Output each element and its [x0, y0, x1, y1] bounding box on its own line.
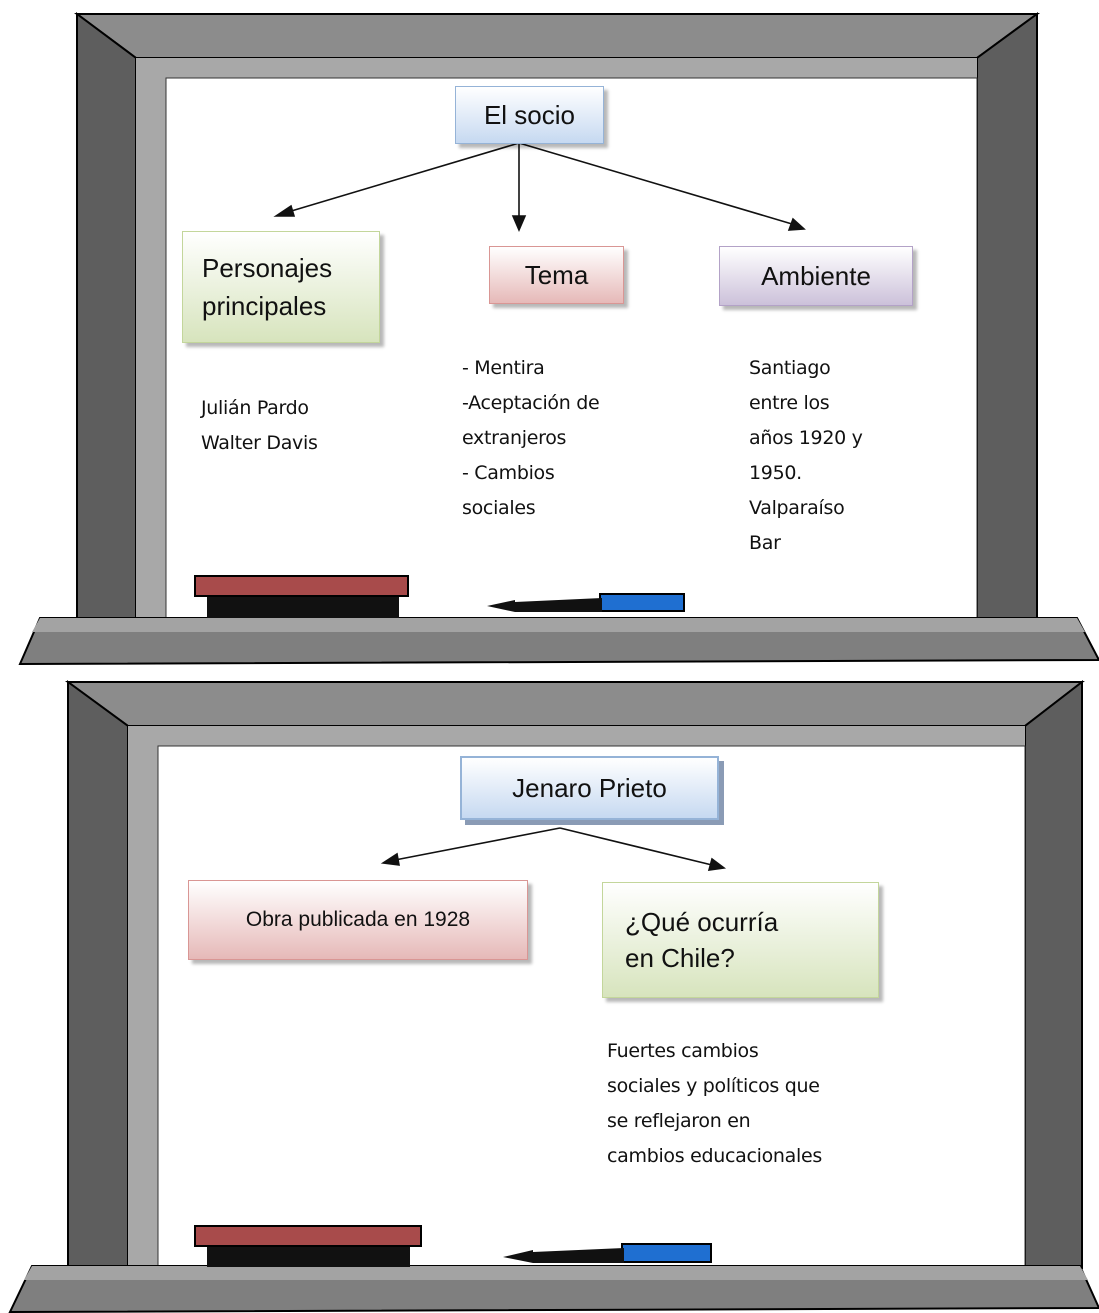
note-line: entre los [749, 392, 830, 414]
root-node-label: El socio [483, 99, 576, 130]
note-line: sociales [462, 497, 536, 519]
note-line: extranjeros [462, 427, 567, 449]
whiteboard-1: El socio Personajes principales Tema Amb… [18, 12, 1099, 666]
note-line: Bar [749, 532, 781, 554]
note-line: 1950. [749, 462, 802, 484]
node-personajes-line-2: principales [202, 291, 327, 321]
notes-chile: Fuertes cambios sociales y políticos que… [607, 1034, 822, 1174]
whiteboard-2: Jenaro Prieto Obra publicada en 1928 ¿Qu… [0, 668, 1099, 1313]
note-line: Valparaíso [749, 497, 845, 519]
note-line: Fuertes cambios [607, 1040, 759, 1062]
note-line: años 1920 y [749, 427, 863, 449]
note-line: - Cambios [462, 462, 555, 484]
node-ambiente-label: Ambiente [761, 260, 871, 291]
note-line: Walter Davis [201, 432, 318, 454]
note-line: Santiago [749, 357, 831, 379]
connectors-2 [380, 827, 727, 871]
note-line: - Mentira [462, 357, 545, 379]
note-line: sociales y políticos que [607, 1075, 820, 1097]
node-obra: Obra publicada en 1928 [188, 880, 528, 960]
notes-tema: - Mentira -Aceptación de extranjeros - C… [462, 351, 600, 526]
marker-icon [503, 1243, 712, 1263]
eraser-icon [194, 1225, 422, 1267]
note-line: -Aceptación de [462, 392, 600, 414]
node-obra-label: Obra publicada en 1928 [245, 908, 471, 931]
node-chile-line-1: ¿Qué ocurría [625, 907, 779, 937]
root-node: Jenaro Prieto [460, 756, 719, 820]
root-node-label: Jenaro Prieto [512, 772, 667, 803]
eraser-icon [194, 575, 409, 618]
node-chile: ¿Qué ocurría en Chile? [602, 882, 879, 998]
node-personajes: Personajes principales [182, 231, 380, 343]
note-line: Julián Pardo [201, 397, 309, 419]
notes-personajes: Julián Pardo Walter Davis [201, 391, 318, 461]
node-tema: Tema [489, 246, 624, 304]
note-line: se reflejaron en [607, 1110, 751, 1132]
node-tema-label: Tema [524, 259, 589, 290]
whiteboard-frame-2 [8, 679, 1099, 1313]
root-node: El socio [455, 86, 604, 144]
connectors-1 [273, 142, 806, 233]
node-personajes-line-1: Personajes [202, 253, 333, 283]
node-chile-line-2: en Chile? [625, 943, 735, 973]
notes-ambiente: Santiago entre los años 1920 y 1950. Val… [749, 351, 863, 561]
note-line: cambios educacionales [607, 1145, 822, 1167]
marker-icon [487, 593, 685, 612]
node-ambiente: Ambiente [719, 246, 913, 306]
